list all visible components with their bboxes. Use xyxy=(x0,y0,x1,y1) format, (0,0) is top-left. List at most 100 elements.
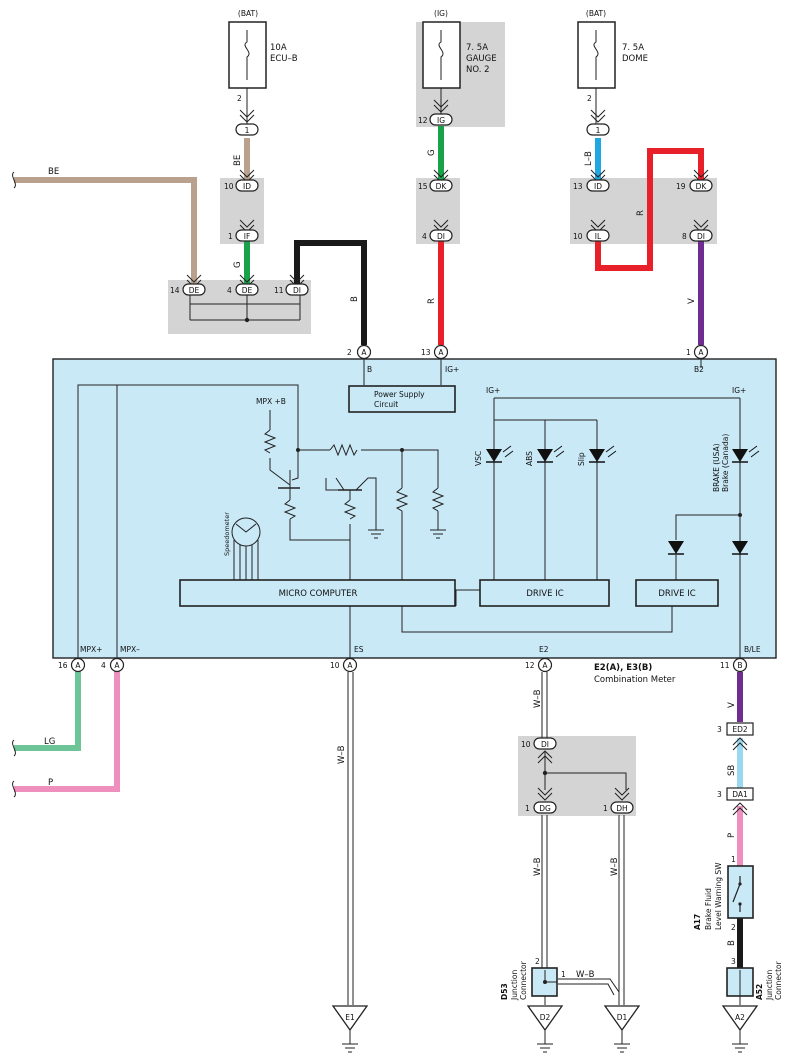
svg-text:W–B: W–B xyxy=(610,857,620,876)
fuse-source: (IG) xyxy=(434,9,448,18)
svg-text:BE: BE xyxy=(48,167,59,177)
svg-text:G: G xyxy=(427,149,437,156)
svg-text:DA1: DA1 xyxy=(732,790,748,799)
svg-text:14: 14 xyxy=(170,286,180,295)
wire-be xyxy=(14,177,197,284)
svg-text:D53: D53 xyxy=(500,983,509,1000)
connector-dh-1: DH 1 xyxy=(603,787,634,814)
svg-text:13: 13 xyxy=(421,348,431,357)
connector-a-13: A 13 xyxy=(421,344,449,360)
fuse-name-2: NO. 2 xyxy=(466,65,490,75)
connector-a-1: A 1 xyxy=(686,344,709,360)
svg-text:Slip: Slip xyxy=(577,452,586,466)
svg-text:A2: A2 xyxy=(735,1013,745,1022)
fuse-icon xyxy=(244,30,250,80)
svg-text:DI: DI xyxy=(293,286,301,295)
ground-e1: E1 xyxy=(331,1005,369,1053)
svg-text:MICRO COMPUTER: MICRO COMPUTER xyxy=(279,589,358,599)
svg-text:Level Warning SW: Level Warning SW xyxy=(714,862,723,930)
vsc-led-icon xyxy=(486,449,502,462)
svg-text:Connector: Connector xyxy=(519,960,528,1000)
fuse-source: (BAT) xyxy=(586,9,606,18)
svg-text:V: V xyxy=(727,702,737,708)
svg-text:1: 1 xyxy=(561,970,566,979)
svg-text:2: 2 xyxy=(347,348,352,357)
svg-text:1: 1 xyxy=(603,804,608,813)
wire-b-black xyxy=(294,240,367,345)
fuse-pin: 2 xyxy=(587,94,592,103)
connector-di-8: DI 8 xyxy=(682,219,713,242)
svg-text:DH: DH xyxy=(616,804,627,813)
fuse-amp: 7. 5A xyxy=(622,43,644,53)
ground-icon xyxy=(331,1005,369,1032)
meter-pin-label: B2 xyxy=(694,365,704,374)
wire-lg xyxy=(14,670,81,751)
meter-code: E2(A), E3(B) xyxy=(594,663,652,673)
diode-icon xyxy=(732,541,748,554)
d53-junction-connector: 2 1 D53 Junction Connector xyxy=(500,957,566,1001)
svg-text:IG: IG xyxy=(437,116,445,125)
svg-text:A52: A52 xyxy=(755,984,764,1000)
svg-text:D1: D1 xyxy=(617,1013,628,1022)
ground-icon xyxy=(603,1005,641,1032)
svg-text:10: 10 xyxy=(224,182,234,191)
wire-break-marks xyxy=(12,171,16,798)
combination-meter: B IG+ B2 MPX+ MPX– ES E2 B/LE xyxy=(52,358,777,659)
svg-text:A: A xyxy=(114,661,120,670)
svg-text:11: 11 xyxy=(274,286,284,295)
junction-dot xyxy=(542,770,548,776)
svg-text:1: 1 xyxy=(525,804,530,813)
connector-de-4: DE 4 xyxy=(227,274,259,296)
fuse-gauge-no2: (IG) 7. 5A GAUGE NO. 2 xyxy=(422,9,497,89)
ed2-connector: ED2 3 xyxy=(717,722,754,751)
abs-led-icon xyxy=(537,449,553,462)
svg-text:DE: DE xyxy=(189,286,200,295)
ground-icon xyxy=(721,1005,759,1032)
ground-icon xyxy=(526,1005,564,1032)
svg-text:IF: IF xyxy=(244,232,251,241)
a52-junction-connector: 3 A52 Junction Connector xyxy=(726,957,783,1001)
svg-text:4: 4 xyxy=(101,661,106,670)
svg-text:LG: LG xyxy=(44,737,55,747)
connector-1-dome: 1 xyxy=(586,109,610,136)
svg-text:4: 4 xyxy=(227,286,232,295)
connector-a-10: A 10 xyxy=(330,657,358,673)
connector-dg-1: DG 1 xyxy=(525,787,557,814)
meter-name: Combination Meter xyxy=(594,675,676,685)
svg-text:A: A xyxy=(75,661,81,670)
svg-text:B: B xyxy=(727,940,737,946)
svg-text:DG: DG xyxy=(539,804,551,813)
svg-text:19: 19 xyxy=(676,182,686,191)
svg-text:3: 3 xyxy=(731,957,736,966)
svg-text:B: B xyxy=(350,296,360,302)
svg-text:DI: DI xyxy=(541,740,549,749)
svg-text:B: B xyxy=(737,661,742,670)
svg-text:15: 15 xyxy=(418,182,428,191)
meter-pin-label: B xyxy=(367,365,372,374)
connector-dk-19: DK 19 xyxy=(676,169,713,192)
svg-text:ED2: ED2 xyxy=(732,725,748,734)
svg-text:DE: DE xyxy=(242,286,253,295)
connector-dk-15: DK 15 xyxy=(418,169,453,192)
svg-text:R: R xyxy=(427,298,437,304)
svg-text:V: V xyxy=(687,298,697,304)
ground-d1: D1 xyxy=(603,1005,641,1053)
svg-text:W–B: W–B xyxy=(576,970,595,980)
svg-text:A17: A17 xyxy=(693,914,702,930)
svg-text:DK: DK xyxy=(436,182,448,191)
connector-a-4: A 4 xyxy=(101,657,125,673)
svg-text:DRIVE IC: DRIVE IC xyxy=(658,589,695,599)
connector-de-14: DE 14 xyxy=(170,274,206,296)
svg-text:MPX +B: MPX +B xyxy=(256,397,286,406)
connector-id-10: ID 10 xyxy=(224,169,259,192)
fuse-dome: (BAT) 7. 5A DOME 2 xyxy=(577,9,648,103)
da1-connector: DA1 3 xyxy=(717,787,754,816)
connector-a-16: A 16 xyxy=(58,657,86,673)
fuse-name: DOME xyxy=(622,54,648,64)
grounds: E1 D2 D1 A2 xyxy=(331,1005,759,1053)
svg-text:3: 3 xyxy=(717,725,722,734)
svg-text:DI: DI xyxy=(697,232,705,241)
connector-a-2: A 2 xyxy=(347,344,372,360)
svg-text:BRAKE (USA): BRAKE (USA) xyxy=(712,443,721,492)
connector-di-10: DI 10 xyxy=(521,737,557,764)
